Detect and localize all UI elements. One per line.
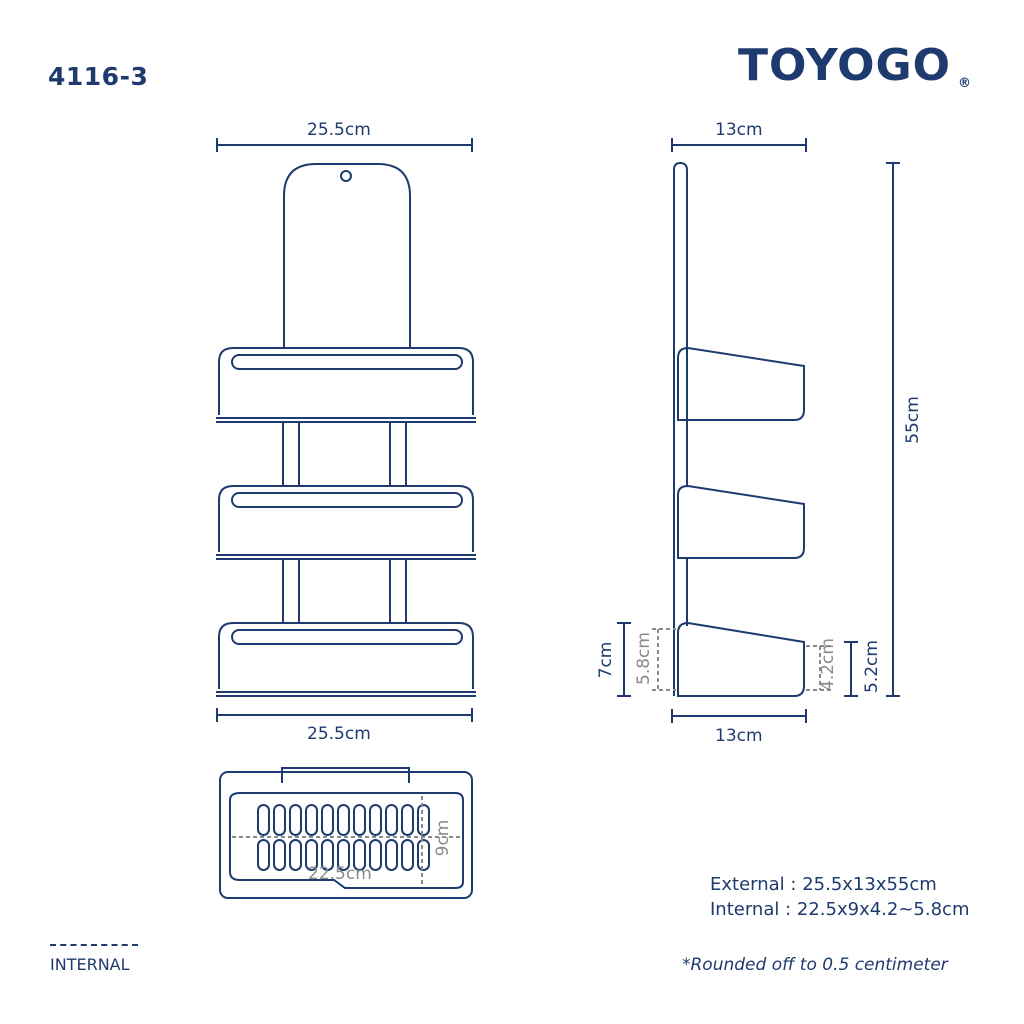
side-height-label: 55cm bbox=[903, 396, 923, 444]
front-shelf-2 bbox=[216, 485, 476, 560]
side-view bbox=[617, 138, 900, 723]
drain-slots bbox=[257, 804, 430, 871]
top-inner-dims bbox=[232, 796, 462, 886]
internal-legend-label: INTERNAL bbox=[50, 955, 130, 974]
internal-spec: Internal : 22.5x9x4.2~5.8cm bbox=[710, 899, 970, 920]
outer-back-height-label: 7cm bbox=[596, 641, 616, 679]
internal-legend-line bbox=[50, 944, 138, 946]
front-top-width-label: 25.5cm bbox=[307, 120, 371, 140]
side-bottom-depth-label: 13cm bbox=[715, 726, 763, 746]
front-shelf-3 bbox=[216, 622, 476, 697]
inner-back-height-label: 5.8cm bbox=[634, 632, 654, 685]
side-top-depth-label: 13cm bbox=[715, 120, 763, 140]
external-spec: External : 25.5x13x55cm bbox=[710, 874, 937, 895]
model-number: 4116-3 bbox=[48, 62, 149, 91]
outer-front-height-label: 5.2cm bbox=[862, 640, 882, 693]
front-view bbox=[216, 138, 476, 722]
front-bottom-width-label: 25.5cm bbox=[307, 724, 371, 744]
top-inner-length-label: 22.5cm bbox=[308, 864, 372, 884]
rounding-note: *Rounded off to 0.5 centimeter bbox=[682, 955, 948, 975]
inner-front-height-label: 4.2cm bbox=[818, 638, 838, 691]
front-shelf-1 bbox=[216, 347, 476, 423]
side-inner-dims bbox=[652, 628, 834, 691]
brand-logo: TOYOGO bbox=[738, 40, 952, 91]
top-inner-width-label: 9cm bbox=[433, 819, 453, 857]
registered-mark: ® bbox=[958, 76, 971, 91]
top-view bbox=[219, 767, 473, 899]
